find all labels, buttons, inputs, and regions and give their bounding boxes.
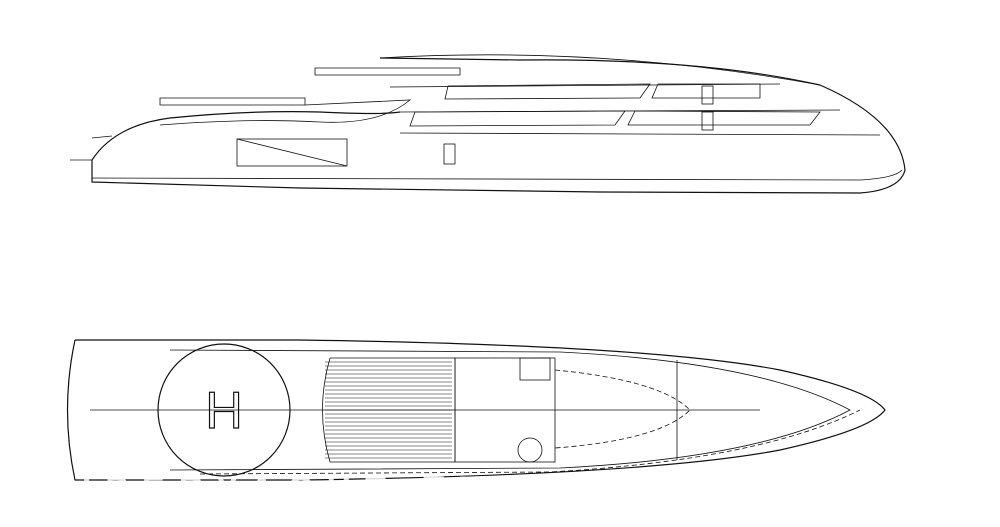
window-upper-2: [651, 83, 761, 99]
round-tub: [517, 437, 543, 463]
window-upper-1: [444, 83, 651, 100]
deck-plan: H: [66, 339, 886, 481]
dashed-zone: [554, 369, 691, 449]
deck-dashed: [199, 409, 861, 475]
helipad: [157, 343, 291, 477]
deck-outline: [66, 339, 886, 481]
swim-platform: [70, 135, 113, 161]
side-profile: [70, 54, 906, 194]
hull-door: [443, 143, 456, 165]
boot-line: [91, 169, 903, 181]
aft-deck: [159, 99, 412, 126]
door-upper: [701, 85, 714, 105]
door-main: [701, 111, 714, 131]
tender-garage: [236, 138, 348, 167]
window-main-1: [409, 110, 626, 127]
garage-diagonal: [236, 138, 348, 167]
stair: [519, 357, 551, 381]
deck-inner: [169, 349, 851, 471]
deck-planking: [325, 361, 452, 459]
upper-roof: [379, 54, 821, 86]
hardtop: [159, 97, 306, 106]
interior-block: [454, 357, 556, 463]
deck-line-1: [399, 132, 881, 136]
hull-sheer: [91, 111, 401, 161]
window-main-2: [627, 110, 821, 126]
helipad-letter: H: [205, 382, 243, 440]
deck-line-3: [389, 83, 781, 88]
hardtop-2: [314, 67, 461, 76]
watermark: SUPERYACHT TIMES: [30, 470, 598, 508]
hull-outline: [91, 57, 906, 194]
